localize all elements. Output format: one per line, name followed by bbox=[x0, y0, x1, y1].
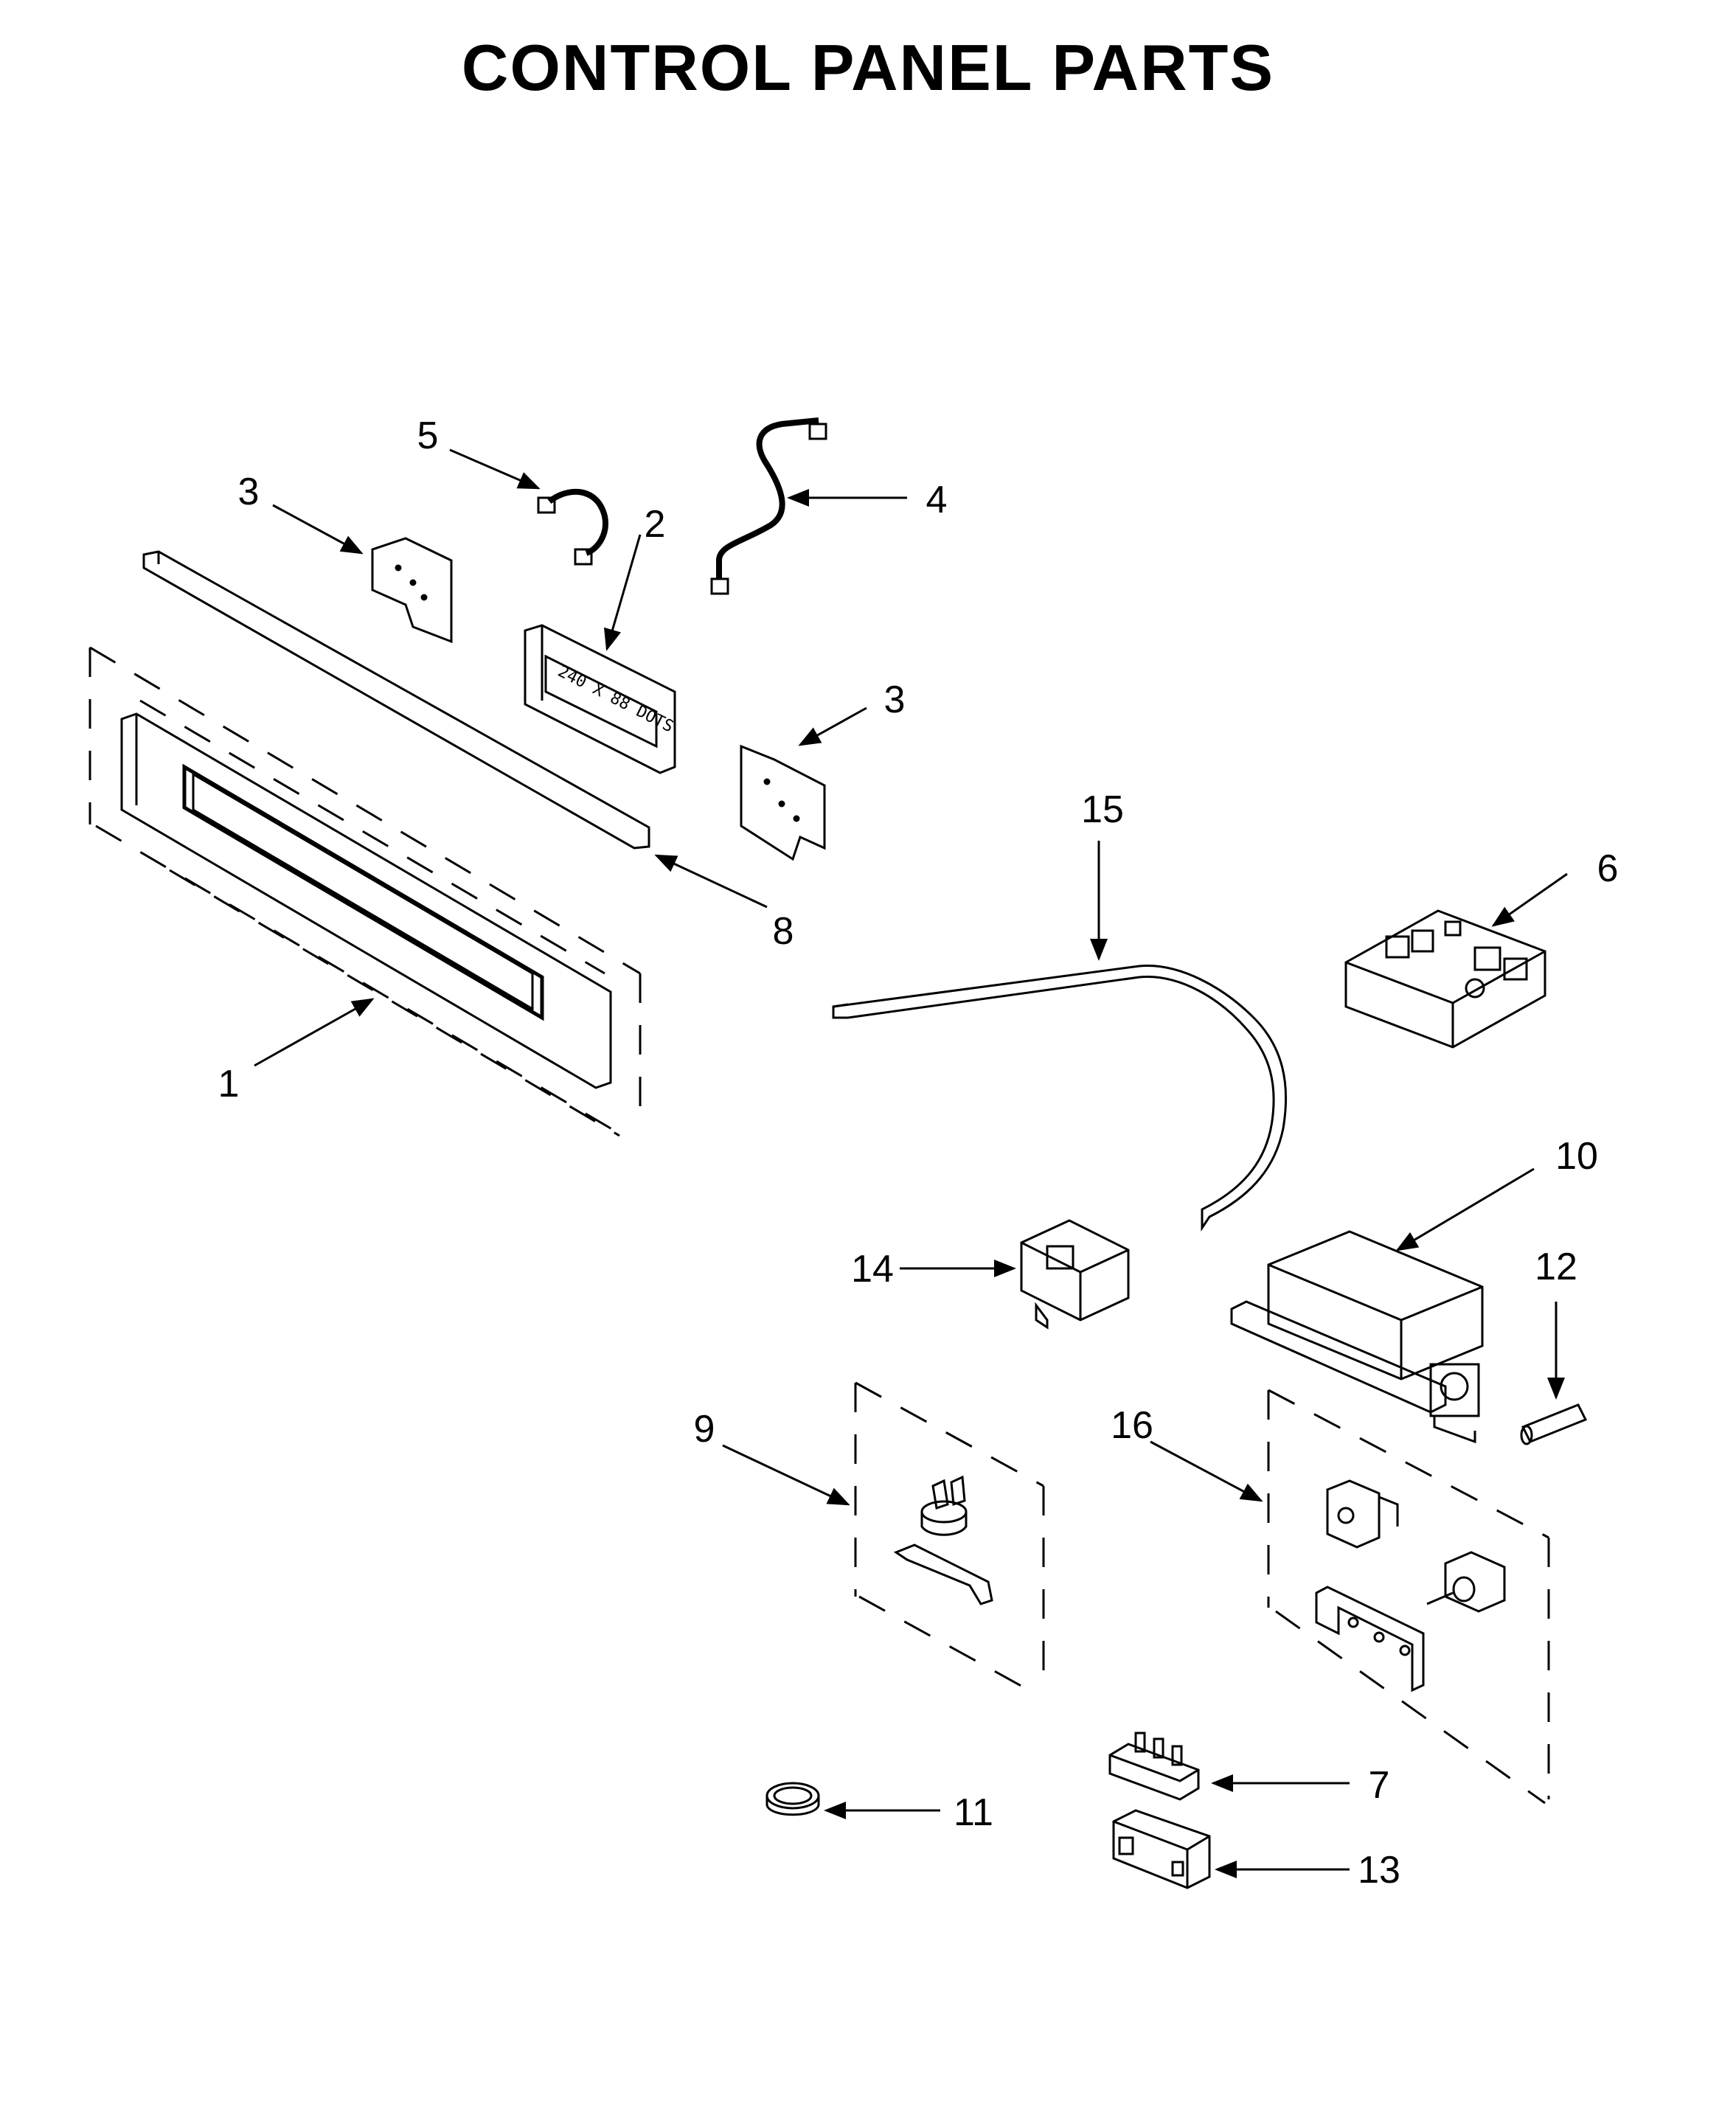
callout-5: 5 bbox=[417, 414, 439, 457]
part-12-fuse bbox=[1520, 1403, 1588, 1445]
part-14-relay-box bbox=[1020, 1219, 1130, 1330]
leader-3b bbox=[798, 706, 867, 746]
leader-3a bbox=[272, 504, 364, 555]
leader-6 bbox=[1491, 872, 1568, 927]
callout-11: 11 bbox=[954, 1791, 993, 1834]
callout-3a: 3 bbox=[238, 470, 260, 513]
leader-10 bbox=[1395, 1167, 1535, 1251]
leader-1 bbox=[254, 998, 375, 1067]
callout-16: 16 bbox=[1111, 1404, 1153, 1447]
callout-2: 2 bbox=[645, 503, 666, 546]
part-5-wire-harness bbox=[537, 489, 608, 566]
callout-14: 14 bbox=[851, 1248, 894, 1291]
callout-3b: 3 bbox=[884, 678, 906, 721]
leader-5 bbox=[449, 448, 541, 490]
leader-16 bbox=[1150, 1440, 1263, 1502]
leader-9 bbox=[722, 1444, 850, 1506]
part-6-control-board bbox=[1344, 909, 1546, 1049]
callout-8: 8 bbox=[773, 910, 794, 953]
part-8-trim-strip bbox=[142, 550, 650, 850]
callout-1: 1 bbox=[218, 1063, 240, 1105]
page-title: CONTROL PANEL PARTS bbox=[462, 31, 1274, 104]
part-3-shield-upper bbox=[371, 537, 453, 644]
callout-13: 13 bbox=[1358, 1849, 1400, 1892]
part-7-terminal-block bbox=[1108, 1732, 1200, 1801]
callout-7: 7 bbox=[1369, 1764, 1390, 1807]
callout-12: 12 bbox=[1535, 1246, 1577, 1288]
part-3-shield-lower bbox=[740, 744, 826, 861]
part-13-door-switch bbox=[1112, 1809, 1211, 1889]
callout-15: 15 bbox=[1081, 788, 1124, 831]
callout-10: 10 bbox=[1555, 1135, 1598, 1178]
callout-9: 9 bbox=[694, 1408, 715, 1451]
part-1-control-panel bbox=[88, 646, 642, 1137]
part-4-wire-harness bbox=[710, 417, 827, 595]
leader-8 bbox=[654, 854, 768, 909]
callout-4: 4 bbox=[926, 479, 948, 521]
part-15-gasket bbox=[832, 965, 1288, 1232]
callout-6: 6 bbox=[1597, 847, 1619, 890]
part-16-switch-assembly bbox=[1267, 1389, 1550, 1805]
part-2-display-module: 240 X 88 DOTS bbox=[524, 624, 676, 774]
part-9-thermal-cutoff bbox=[854, 1381, 1045, 1698]
part-10-cooling-fan bbox=[1230, 1230, 1484, 1444]
part-11-grommet bbox=[765, 1782, 820, 1816]
leader-2 bbox=[604, 534, 642, 651]
